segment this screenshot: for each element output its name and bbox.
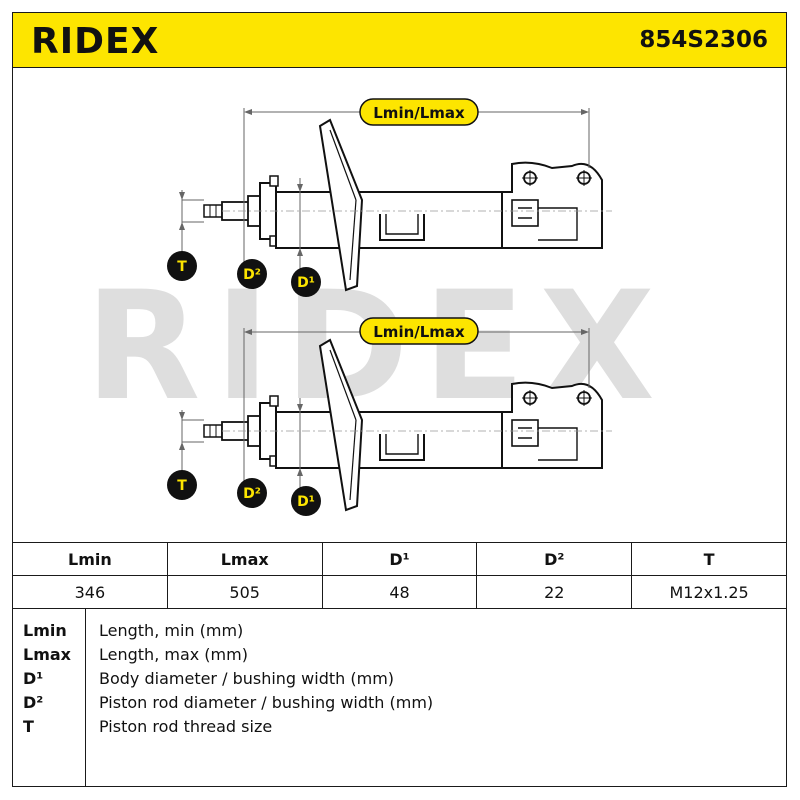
length-label-bottom: [359, 317, 479, 345]
rod-diameter-tag-top: [237, 259, 267, 289]
specs-header-d1: D¹: [321, 542, 478, 576]
body-diameter-tag-text-bottom: D¹: [297, 494, 315, 510]
specs-header-lmin: Lmin: [12, 542, 168, 576]
shock-absorber-drawing: Lmin/Lmax T D² D¹ Lmin/Lmax T D² D¹: [167, 98, 613, 516]
legend-item: D¹ Body diameter / bushing width (mm): [13, 669, 788, 693]
header-bar: RIDEX 854S2306: [12, 12, 787, 68]
specs-value-lmax: 505: [166, 575, 323, 609]
length-label-top: [359, 98, 479, 126]
brand-logo: RIDEX: [31, 21, 160, 62]
legend-item: Lmin Length, min (mm): [13, 621, 788, 645]
rod-diameter-tag-text-top: D²: [243, 267, 261, 283]
legend-divider: [85, 609, 86, 787]
legend-key: D²: [23, 693, 44, 712]
legend-panel: Lmin Length, min (mm) Lmax Length, max (…: [12, 608, 787, 787]
legend-desc: Body diameter / bushing width (mm): [99, 669, 395, 688]
thread-tag-top: [167, 251, 197, 281]
specs-header-lmax: Lmax: [166, 542, 323, 576]
specs-table: Lmin Lmax D¹ D² T 346 505 48 22 M12x1.25: [12, 542, 787, 609]
specs-value-d1: 48: [321, 575, 478, 609]
body-diameter-tag-text-top: D¹: [297, 275, 315, 291]
rod-diameter-tag-text-bottom: D²: [243, 486, 261, 502]
part-number: 854S2306: [639, 27, 768, 53]
legend-item: Lmax Length, max (mm): [13, 645, 788, 669]
specs-value-row: 346 505 48 22 M12x1.25: [12, 575, 787, 609]
legend-item: T Piston rod thread size: [13, 717, 788, 741]
legend-key: Lmin: [23, 621, 67, 640]
specs-value-t: M12x1.25: [631, 575, 787, 609]
length-label-text-top: Lmin/Lmax: [373, 104, 465, 122]
body-diameter-tag-top: [291, 267, 321, 297]
specs-value-d2: 22: [476, 575, 633, 609]
legend-desc: Piston rod thread size: [99, 717, 273, 736]
specs-header-t: T: [631, 542, 787, 576]
legend-key: D¹: [23, 669, 44, 688]
thread-tag-bottom: [167, 470, 197, 500]
legend-desc: Piston rod diameter / bushing width (mm): [99, 693, 434, 712]
specs-header-d2: D²: [476, 542, 633, 576]
thread-tag-text-top: T: [177, 259, 187, 275]
legend-desc: Length, min (mm): [99, 621, 244, 640]
legend-desc: Length, max (mm): [99, 645, 248, 664]
length-label-text-bottom: Lmin/Lmax: [373, 323, 465, 341]
legend-item: D² Piston rod diameter / bushing width (…: [13, 693, 788, 717]
legend-key: T: [23, 717, 34, 736]
rod-diameter-tag-bottom: [237, 478, 267, 508]
legend-key: Lmax: [23, 645, 71, 664]
body-diameter-tag-bottom: [291, 486, 321, 516]
thread-tag-text-bottom: T: [177, 478, 187, 494]
specs-value-lmin: 346: [12, 575, 168, 609]
specs-header-row: Lmin Lmax D¹ D² T: [12, 542, 787, 576]
